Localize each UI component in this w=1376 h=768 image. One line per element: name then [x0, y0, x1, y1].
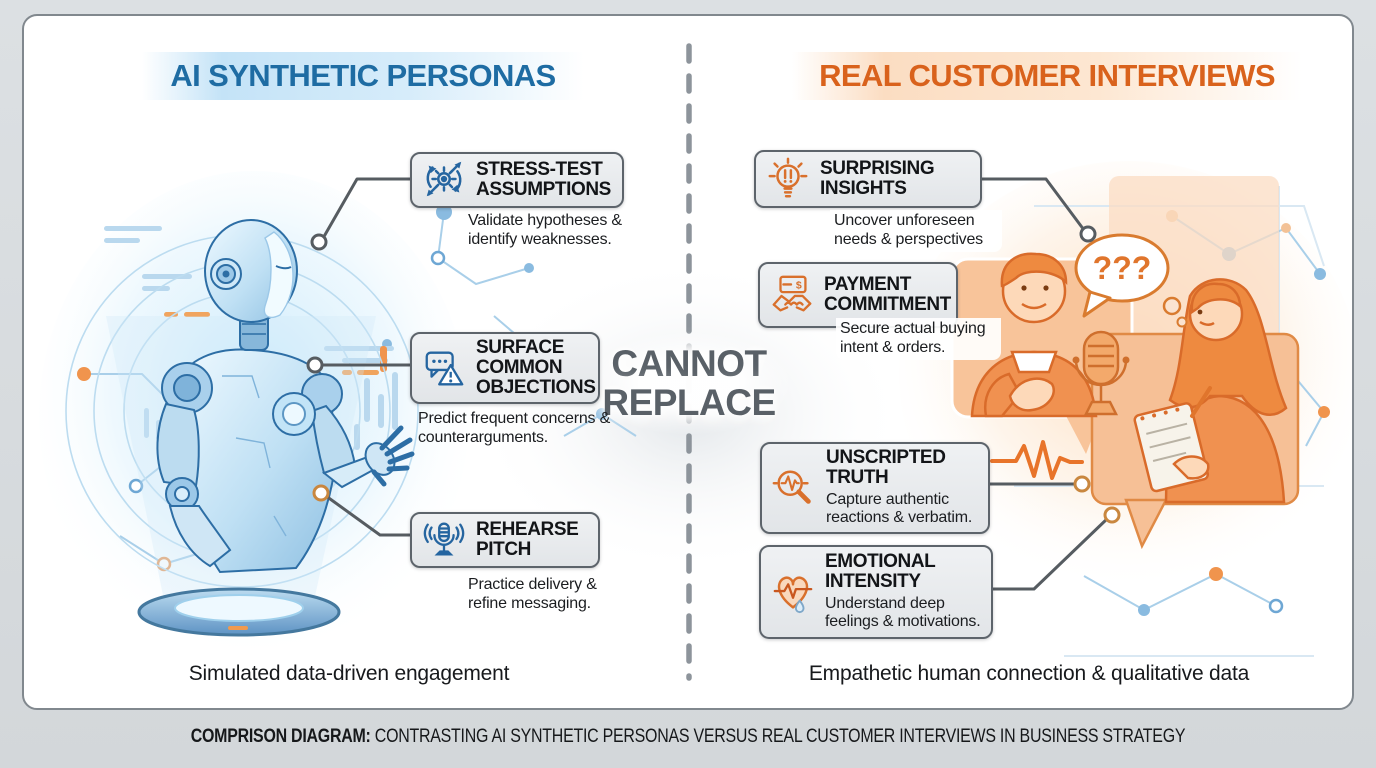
left-accent-bars: [164, 312, 379, 375]
callout-desc: Secure actual buying intent & orders.: [836, 318, 1001, 361]
callout-stress-test: STRESS-TEST ASSUMPTIONS: [410, 152, 624, 208]
callout-surprising-insights: SURPRISING INSIGHTS: [754, 150, 982, 208]
callout-title: SURPRISING INSIGHTS: [820, 158, 935, 199]
question-marks-text: ???: [1093, 250, 1152, 286]
lightbulb-alert-icon: [768, 157, 808, 198]
callout-unscripted-truth: UNSCRIPTED TRUTH Capture authentic react…: [760, 442, 990, 534]
callout-desc: Capture authentic reactions & verbatim.: [826, 490, 973, 527]
callout-title: REHEARSE PITCH: [476, 519, 579, 560]
microphone-illustration: [1072, 330, 1130, 416]
bottom-caption: COMPRISON DIAGRAM: CONTRASTING AI SYNTHE…: [0, 726, 1376, 748]
hologram-platform: [137, 587, 341, 637]
woman-figure: [1133, 278, 1288, 504]
man-figure: [970, 252, 1098, 418]
right-panel-title: REAL CUSTOMER INTERVIEWS: [792, 52, 1302, 100]
callout-title: STRESS-TEST ASSUMPTIONS: [476, 159, 611, 200]
diagram-card: ???: [22, 14, 1354, 710]
chat-warning-icon: [425, 351, 464, 386]
robot-figure: [156, 219, 415, 574]
payment-handshake-icon: $: [772, 275, 812, 312]
callout-title: EMOTIONAL INTENSITY: [825, 551, 936, 592]
question-bubble: ???: [1074, 233, 1188, 328]
callout-desc: Validate hypotheses & identify weaknesse…: [468, 212, 622, 248]
callout-payment-commitment: $ PAYMENT COMMITMENT: [758, 262, 958, 328]
microphone-icon: [423, 522, 465, 556]
callout-desc: Uncover unforeseen needs & perspectives: [830, 210, 1002, 253]
left-equalizer-bars: [144, 372, 398, 450]
left-footer-note: Simulated data-driven engagement: [188, 662, 510, 685]
connector-lines: [320, 177, 1110, 591]
callout-title: UNSCRIPTED TRUTH: [826, 447, 946, 488]
gear-sync-icon: [426, 161, 462, 197]
magnifier-pulse-icon: [772, 470, 811, 504]
replace-line: REPLACE: [602, 382, 776, 424]
callout-surface-objections: SURFACE COMMON OBJECTIONS: [410, 332, 600, 404]
callout-desc: Predict frequent concerns & counterargum…: [418, 410, 611, 446]
audio-waveform: [990, 440, 1084, 480]
heart-pulse-icon: [773, 576, 813, 614]
right-footer-note: Empathetic human connection & qualitativ…: [808, 662, 1250, 685]
cannot-replace-label: CANNOT REPLACE: [587, 332, 791, 435]
callout-title: SURFACE COMMON OBJECTIONS: [476, 337, 596, 398]
callout-desc: Understand deep feelings & motivations.: [825, 594, 981, 631]
svg-text:$: $: [796, 279, 802, 291]
callout-rehearse-pitch: REHEARSE PITCH: [410, 512, 600, 568]
callout-emotional-intensity: EMOTIONAL INTENSITY Understand deep feel…: [759, 545, 993, 639]
left-panel-title: AI SYNTHETIC PERSONAS: [142, 52, 584, 100]
cannot-line: CANNOT: [611, 343, 767, 384]
callout-desc: Practice delivery & refine messaging.: [468, 576, 597, 612]
connector-nodes: [306, 225, 1121, 524]
callout-title: PAYMENT COMMITMENT: [824, 274, 951, 315]
caption-rest: CONTRASTING AI SYNTHETIC PERSONAS VERSUS…: [370, 726, 1186, 747]
caption-prefix: COMPRISON DIAGRAM:: [190, 726, 371, 747]
